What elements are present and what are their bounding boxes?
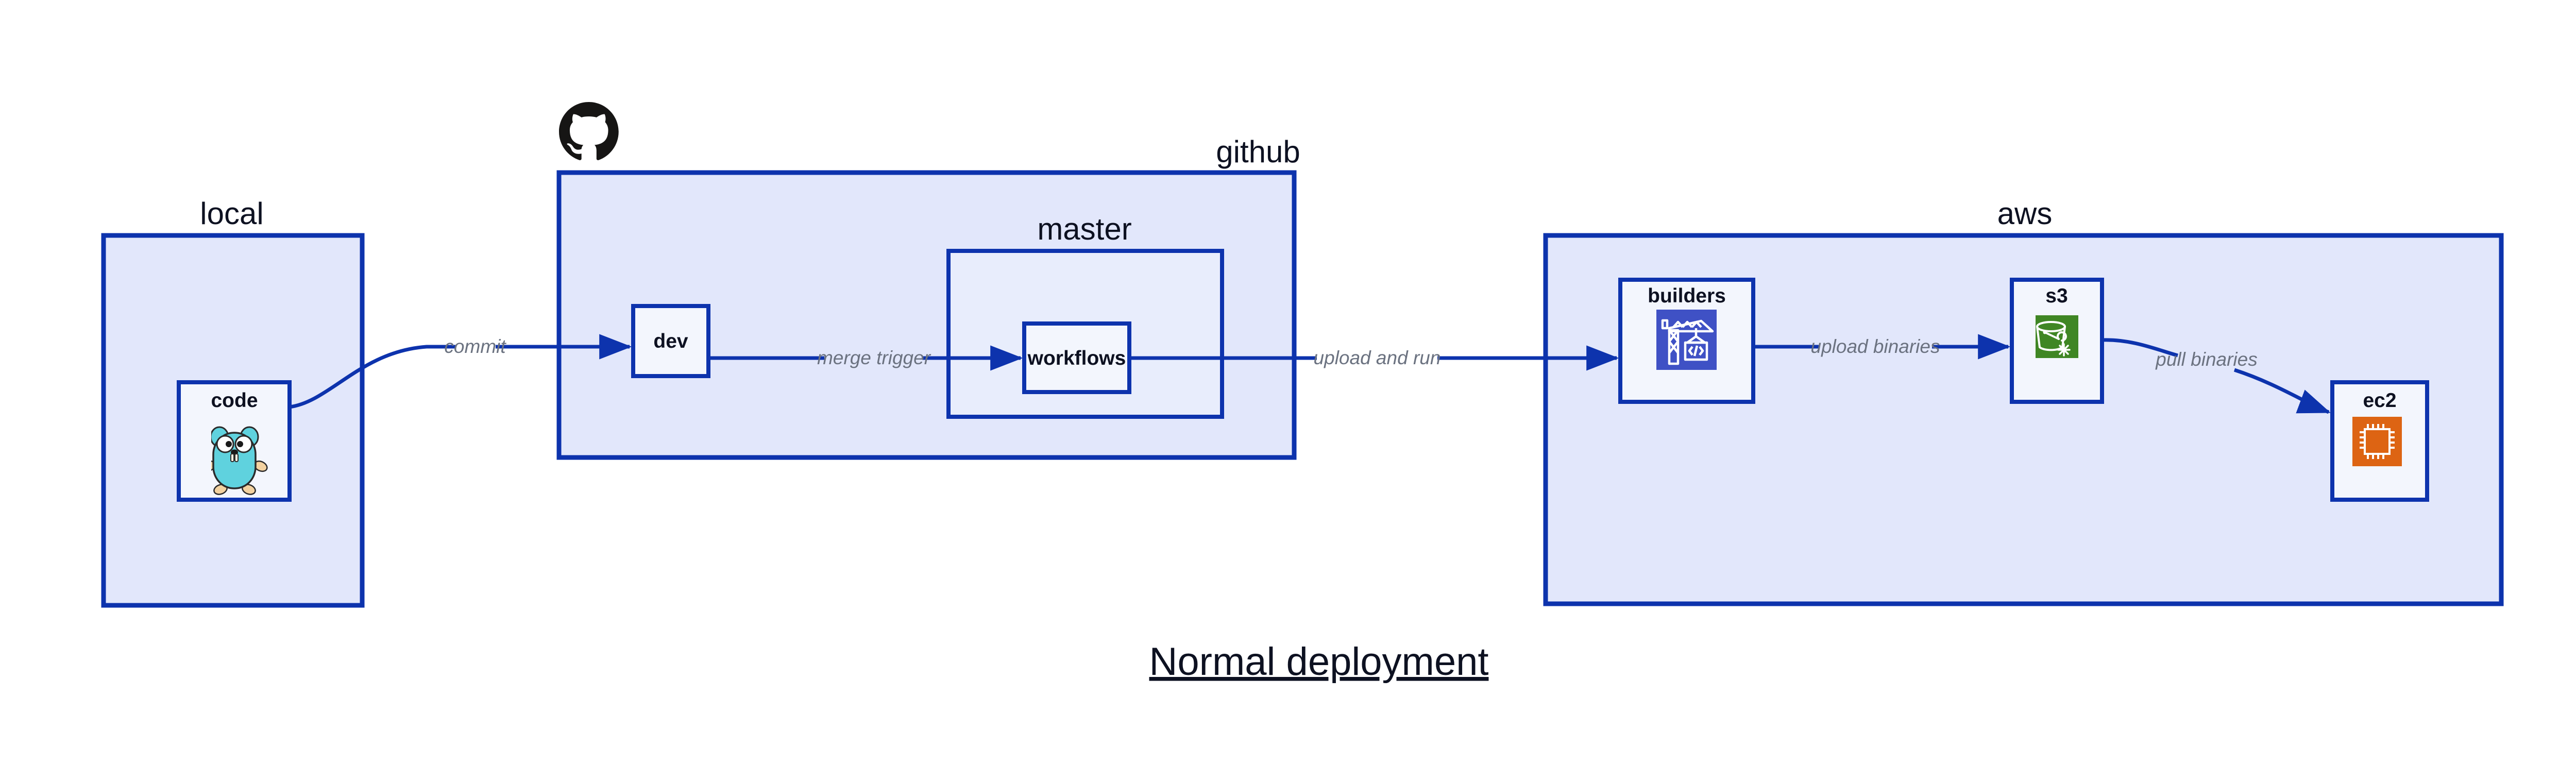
edge-upload-binaries-label: upload binaries — [1811, 336, 1940, 357]
go-gopher-icon — [211, 426, 268, 495]
edge-upload-binaries: upload binaries — [1753, 334, 2011, 360]
github-octocat-logo — [559, 102, 619, 160]
crane-code-icon — [1656, 310, 1717, 370]
edge-upload-and-run: upload and run — [1129, 345, 1619, 371]
edge-pull-binaries-label: pull binaries — [2155, 349, 2257, 370]
node-code-label: code — [211, 389, 258, 412]
node-dev-label: dev — [653, 330, 688, 352]
edge-commit: commit — [289, 334, 632, 409]
edge-pull-binaries: pull binaries — [2102, 338, 2331, 414]
cpu-chip-icon — [2352, 417, 2402, 466]
node-workflows-box[interactable] — [1022, 321, 1131, 394]
s3-bucket-icon — [2036, 315, 2078, 358]
edge-merge-trigger: merge trigger — [708, 345, 1023, 371]
node-dev[interactable]: dev — [631, 304, 710, 378]
edge-commit-label: commit — [444, 336, 506, 357]
node-workflows-label: workflows — [1027, 347, 1126, 369]
group-github-label: github — [1216, 134, 1300, 169]
node-builders[interactable]: builders — [1618, 278, 1755, 404]
group-aws-label: aws — [1997, 196, 2053, 231]
edge-upload-and-run-label: upload and run — [1314, 347, 1441, 368]
node-code[interactable]: code — [177, 380, 292, 502]
node-dev-box[interactable] — [631, 304, 710, 378]
page-title: Normal deployment — [1149, 640, 1489, 684]
group-master-label: master — [1037, 212, 1131, 246]
node-builders-label: builders — [1648, 285, 1726, 307]
group-local-label: local — [200, 196, 263, 231]
node-s3-label: s3 — [2045, 285, 2067, 307]
node-ec2-label: ec2 — [2363, 389, 2396, 412]
node-s3[interactable]: s3 — [2010, 278, 2104, 404]
edge-merge-trigger-label: merge trigger — [817, 347, 931, 368]
node-workflows[interactable]: workflows — [1022, 321, 1131, 394]
node-ec2[interactable]: ec2 — [2330, 380, 2429, 502]
